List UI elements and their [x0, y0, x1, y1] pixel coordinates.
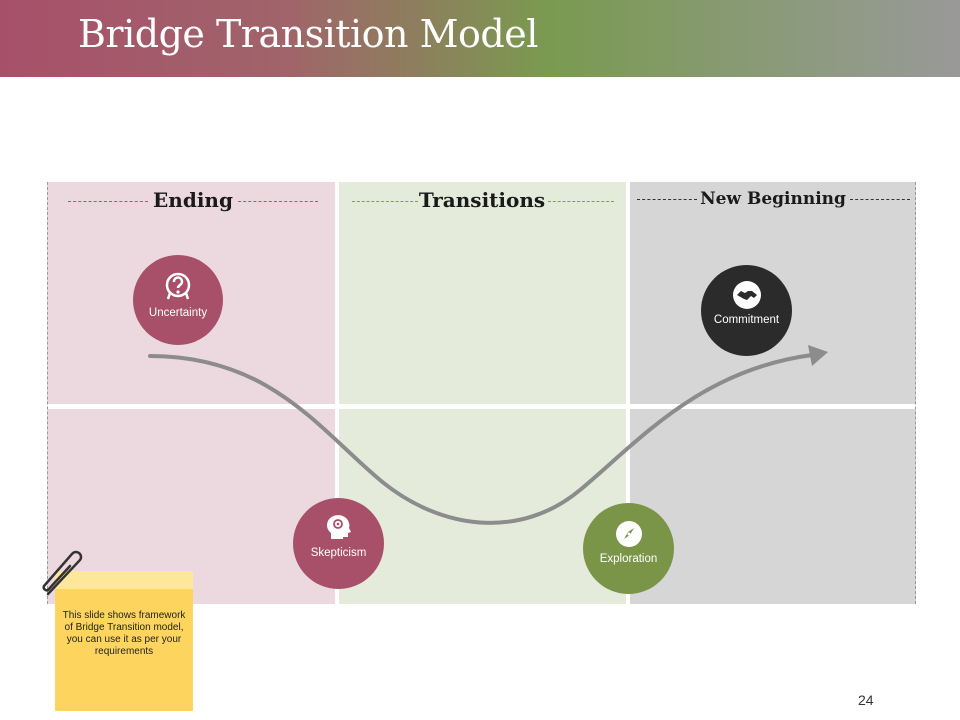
grid-right-edge — [915, 182, 916, 604]
skepticism-circle: Skepticism — [293, 498, 384, 589]
cell-transitions-top — [339, 182, 626, 404]
transitions-rule-right — [548, 201, 614, 202]
uncertainty-label: Uncertainty — [148, 307, 208, 319]
slide-title: Bridge Transition Model — [78, 12, 538, 56]
ending-rule-right — [238, 201, 318, 202]
sticky-note-tape — [55, 571, 193, 589]
cell-transitions-bottom — [339, 409, 626, 604]
new-beginning-rule-left — [637, 199, 697, 200]
sticky-note — [55, 571, 193, 711]
question-head-icon — [163, 271, 193, 306]
compass-icon — [615, 520, 643, 553]
transitions-rule-left — [352, 201, 418, 202]
exploration-label: Exploration — [599, 553, 658, 565]
skepticism-label: Skepticism — [310, 547, 367, 559]
grid-left-edge — [47, 182, 48, 604]
page-number: 24 — [858, 692, 874, 708]
paperclip-icon — [40, 550, 90, 605]
column-title-transitions: Transitions — [418, 188, 546, 212]
title-bar: Bridge Transition Model — [0, 0, 960, 77]
exploration-circle: Exploration — [583, 503, 674, 594]
brain-head-icon — [325, 512, 353, 547]
uncertainty-circle: Uncertainty — [133, 255, 223, 345]
cell-new-beginning-bottom — [630, 409, 916, 604]
commitment-circle: Commitment — [701, 265, 792, 356]
commitment-label: Commitment — [713, 314, 780, 326]
ending-rule-left — [68, 201, 148, 202]
sticky-note-text: This slide shows framework of Bridge Tra… — [62, 610, 186, 657]
column-title-ending: Ending — [153, 188, 233, 212]
column-title-new-beginning: New Beginning — [700, 189, 846, 209]
new-beginning-rule-right — [850, 199, 910, 200]
handshake-icon — [732, 280, 762, 315]
